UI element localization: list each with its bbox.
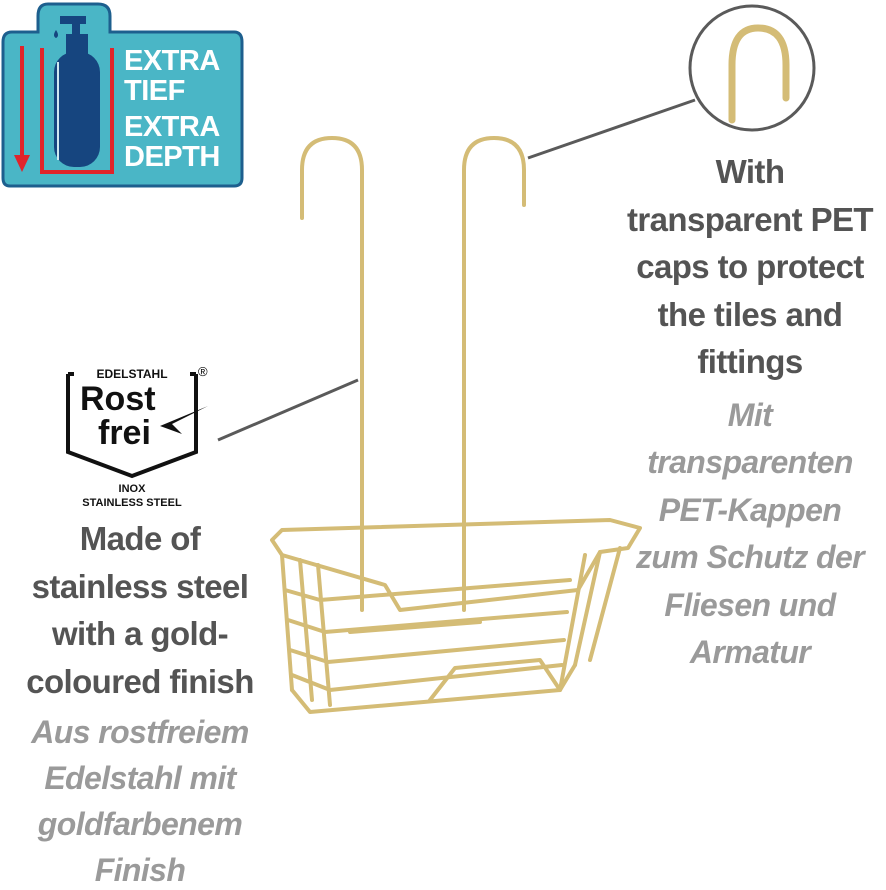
cap-detail-circle <box>688 4 816 132</box>
badge-line-4: DEPTH <box>124 141 220 173</box>
steel-en-4: coloured finish <box>26 662 254 700</box>
logo-stainless: STAINLESS STEEL <box>82 497 182 509</box>
steel-de-3: goldfarbenem <box>37 806 243 842</box>
badge-line-1: EXTRA <box>124 45 220 77</box>
steel-de-1: Aus rostfreiem <box>31 714 249 750</box>
caps-en-2: transparent PET <box>627 200 874 238</box>
callout-line-caps <box>527 98 696 160</box>
steel-de-4: Finish <box>94 852 186 888</box>
steel-de-2: Edelstahl mit <box>44 760 236 796</box>
caps-de-1: Mit <box>727 396 773 433</box>
logo-registered: ® <box>198 364 208 379</box>
steel-en-1: Made of <box>79 520 201 557</box>
callout-line-steel <box>217 378 359 442</box>
caps-de-4: zum Schutz der <box>635 539 865 575</box>
badge-line-2: TIEF <box>124 75 185 107</box>
extra-depth-badge: EXTRA TIEF EXTRA DEPTH <box>0 0 245 190</box>
rostfrei-logo: EDELSTAHL ® Rost frei INOX STAINLESS STE… <box>62 364 212 514</box>
caps-feature-text: With transparent PET caps to protect the… <box>590 148 886 677</box>
logo-edelstahl: EDELSTAHL <box>96 367 168 381</box>
logo-inox: INOX <box>118 483 146 495</box>
bottle-depth-icon <box>1 2 244 188</box>
badge-line-3: EXTRA <box>124 111 220 143</box>
caps-en-1: With <box>715 153 785 190</box>
caps-en-5: fittings <box>697 343 803 380</box>
logo-frei: frei <box>98 414 151 452</box>
steel-feature-text: Made of stainless steel with a gold- col… <box>0 515 280 890</box>
caps-en-3: caps to protect <box>636 248 864 285</box>
caps-en-4: the tiles and <box>657 295 843 333</box>
caps-de-5: Fliesen und <box>664 586 836 623</box>
caps-de-3: PET-Kappen <box>658 491 842 528</box>
caps-de-6: Armatur <box>689 634 811 670</box>
steel-en-2: stainless steel <box>31 567 249 605</box>
logo-rost: Rost <box>80 380 156 418</box>
steel-en-3: with a gold- <box>51 615 229 652</box>
caps-de-2: transparenten <box>647 444 853 480</box>
